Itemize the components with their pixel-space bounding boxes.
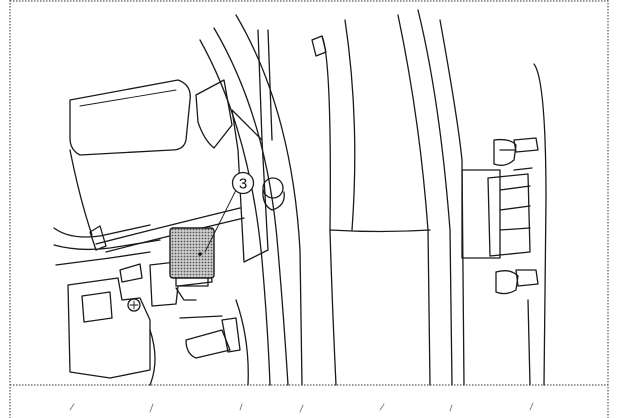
door-hinge [461, 63, 547, 386]
lock-bracket [67, 257, 249, 386]
left-body-structure [53, 149, 245, 266]
center-pillar [199, 14, 303, 386]
callout-3: 3 [204, 171, 255, 253]
marked-connector [169, 227, 215, 287]
seat-panel [69, 79, 233, 156]
callout-label: 3 [239, 176, 247, 193]
door-panel [311, 9, 465, 386]
diagram-frame [9, 0, 609, 418]
